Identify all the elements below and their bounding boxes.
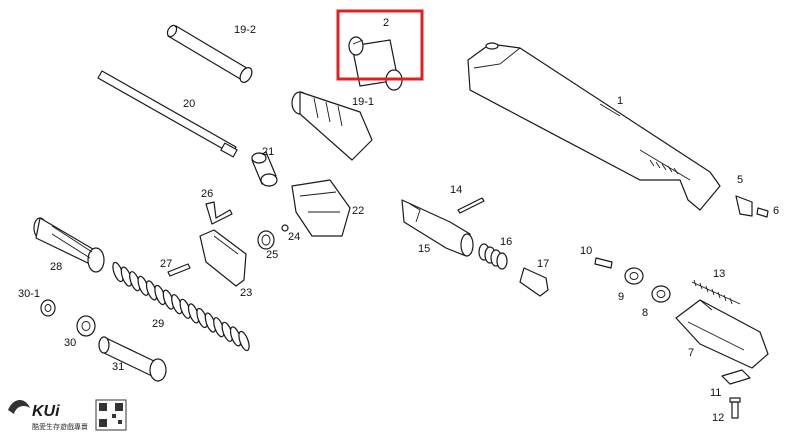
label-2: 2 [383, 17, 389, 29]
part-22-hopup-unit [291, 179, 351, 237]
label-8: 8 [642, 307, 648, 319]
label-26: 26 [201, 188, 213, 200]
label-20: 20 [183, 98, 195, 110]
part-19-1-hopup-chamber [291, 91, 373, 161]
logo-emblem-icon [8, 400, 30, 414]
label-27: 27 [160, 258, 172, 270]
label-5: 5 [737, 174, 743, 186]
part-14-pin [457, 197, 485, 214]
label-9: 9 [618, 291, 624, 303]
part-21-bushing [251, 151, 278, 187]
label-10: 10 [580, 245, 592, 257]
label-1: 1 [617, 95, 623, 107]
part-13-spring [691, 279, 741, 305]
label-21: 21 [262, 146, 274, 158]
part-30-1-washer [40, 299, 56, 317]
part-19-2-outer-barrel [166, 24, 253, 83]
part-15-nozzle [401, 199, 474, 257]
part-9-washer [624, 267, 644, 285]
logo-subtitle: 酷愛生存遊戲專賣 [32, 422, 88, 431]
highlight-box [336, 9, 424, 81]
part-26-clip [205, 201, 233, 225]
part-1-slide [467, 42, 721, 211]
part-10-screw [594, 257, 613, 269]
label-25: 25 [266, 249, 278, 261]
part-5-rear-sight [735, 195, 753, 217]
label-30-1: 30-1 [18, 288, 40, 300]
label-11: 11 [710, 387, 721, 399]
part-25-rubber [257, 230, 275, 250]
part-29-recoil-spring [112, 261, 250, 352]
part-12-screw [729, 397, 741, 419]
part-30-washer [76, 315, 96, 337]
label-19-2: 19-2 [234, 24, 256, 36]
part-17-valve [519, 267, 549, 297]
part-7-valve-housing [675, 299, 769, 369]
part-16-spring [478, 243, 508, 270]
label-6: 6 [773, 205, 779, 217]
label-15: 15 [418, 243, 430, 255]
part-27-screw [167, 263, 191, 277]
label-13: 13 [713, 268, 725, 280]
label-7: 7 [688, 347, 694, 359]
part-23-barrel-link [199, 229, 247, 287]
label-14: 14 [450, 184, 462, 196]
label-16: 16 [500, 236, 512, 248]
label-29: 29 [152, 318, 164, 330]
label-28: 28 [50, 261, 62, 273]
part-24-ring [281, 224, 289, 232]
label-24: 24 [288, 231, 300, 243]
label-17: 17 [537, 258, 549, 270]
label-23: 23 [240, 287, 252, 299]
label-12: 12 [712, 412, 724, 424]
part-8-washer [651, 285, 671, 303]
part-31-plug [98, 336, 167, 382]
logo-text: KUi [32, 403, 60, 420]
spring-coil [238, 330, 250, 352]
part-2-barrel-bushing [348, 36, 403, 91]
label-19-1: 19-1 [352, 96, 374, 108]
part-6-screw [756, 207, 769, 218]
label-30: 30 [64, 337, 76, 349]
part-20-inner-barrel [97, 70, 238, 158]
label-31: 31 [112, 361, 124, 373]
part-11-block [721, 369, 751, 385]
kui-logo: KUi 酷愛生存遊戲專賣 [8, 399, 127, 431]
part-28-recoil-guide [33, 217, 105, 273]
label-22: 22 [352, 205, 364, 217]
